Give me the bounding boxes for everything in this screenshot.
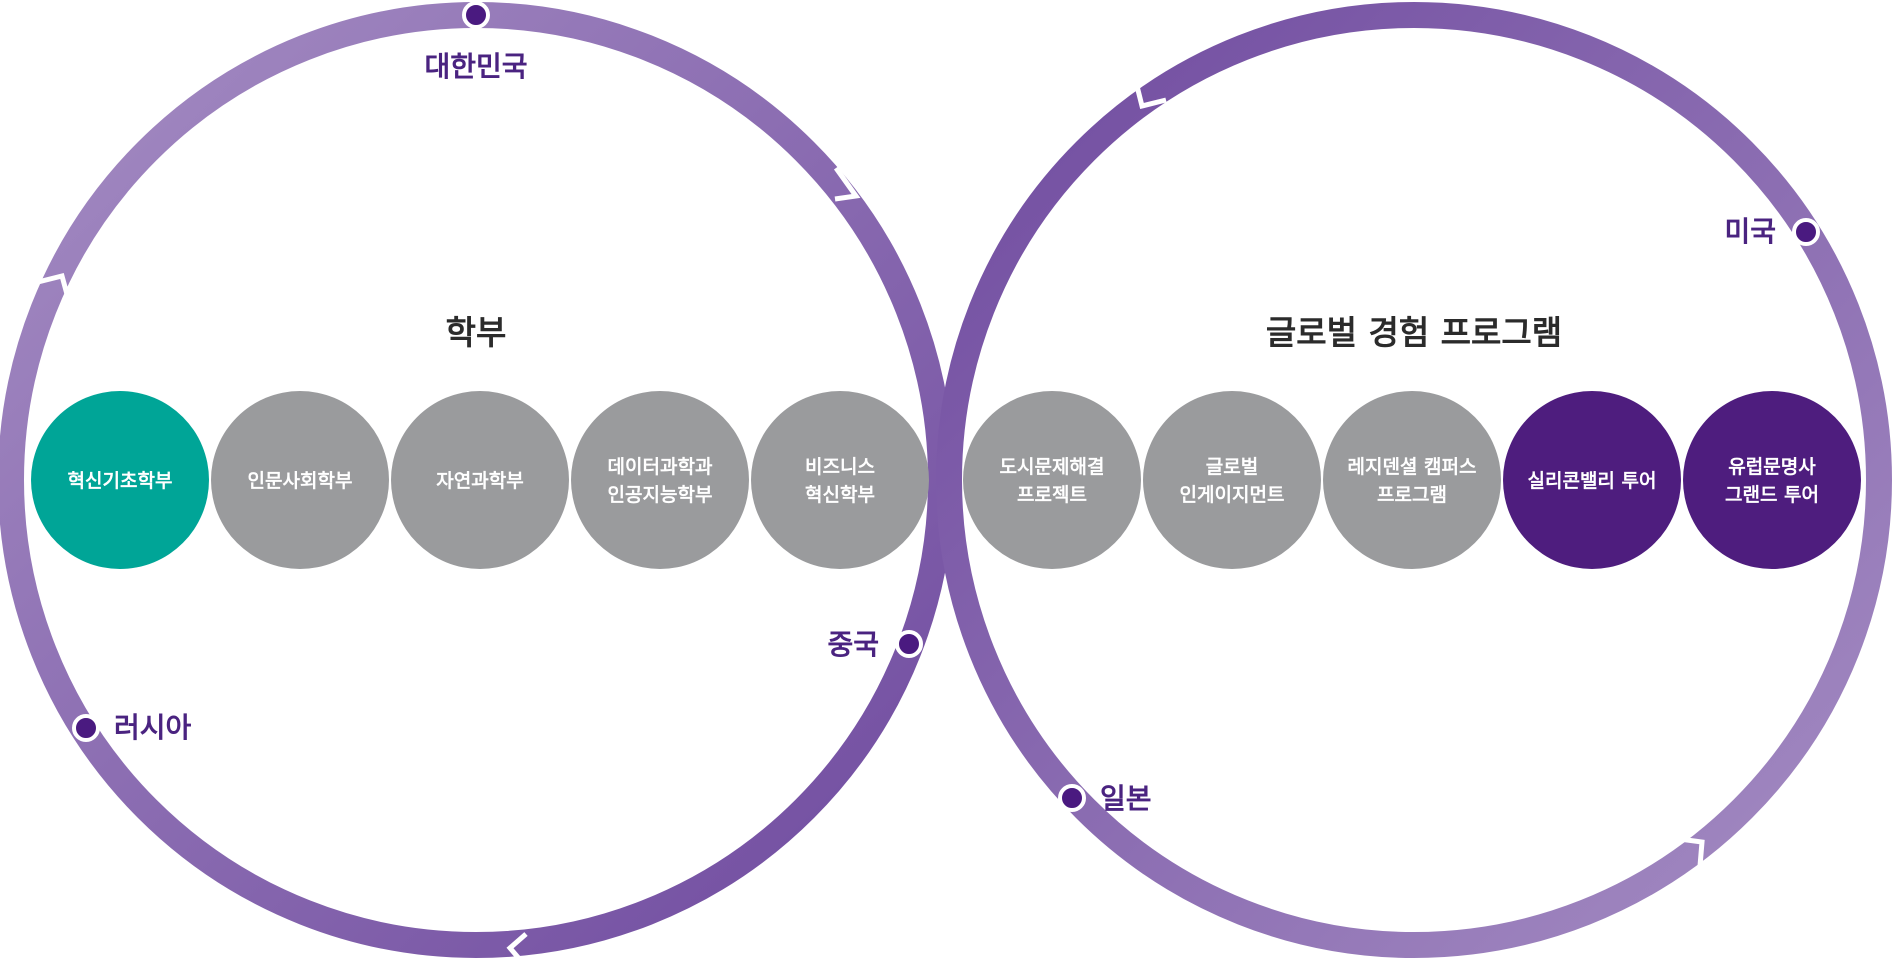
notch-top-right [833, 166, 861, 202]
place-china-label: 중국 [827, 628, 879, 661]
right-bubble-1-text-1: 인게이지먼트 [1180, 484, 1285, 506]
left-bubble-0-text-0: 혁신기초학부 [68, 470, 173, 492]
left-bubble-3-text-0: 데이터과학과 [608, 456, 713, 478]
left-bubble-2-text-0: 자연과학부 [436, 470, 523, 492]
place-russia-label: 러시아 [114, 711, 192, 744]
place-russia: 러시아 [72, 711, 192, 744]
right-ring-notches [1133, 81, 1705, 867]
place-japan: 일본 [1058, 782, 1152, 815]
right-bubble-0-circle [963, 391, 1141, 569]
notch-bottom [506, 932, 528, 964]
place-japan-label: 일본 [1100, 782, 1152, 815]
left-bubble-0-circle [31, 391, 209, 569]
right-bubble-3-circle [1503, 391, 1681, 569]
right-bubble-4-circle [1683, 391, 1861, 569]
left-bubble-4-text-0: 비즈니스 [805, 456, 875, 478]
left-ring-notches [37, 166, 861, 964]
right-bubble-4-text-0: 유럽문명사 [1728, 456, 1816, 478]
left-bubble-3-circle [571, 391, 749, 569]
left-bubble-4-text-1: 혁신학부 [805, 484, 875, 506]
right-section-title: 글로벌 경험 프로그램 [1266, 313, 1562, 352]
left-section-title: 학부 [446, 313, 507, 352]
left-bubble-1: 인문사회학부 [211, 391, 389, 569]
right-bubble-2-circle [1323, 391, 1501, 569]
place-korea-label: 대한민국 [424, 50, 527, 83]
place-korea: 대한민국 [424, 1, 528, 83]
left-bubble-0: 혁신기초학부 [31, 391, 209, 569]
notch-top-left [1133, 81, 1167, 110]
left-bubble-2-circle [391, 391, 569, 569]
left-bubble-2: 자연과학부 [391, 391, 569, 569]
right-bubble-0-text-1: 프로젝트 [1017, 484, 1087, 506]
right-bubble-0-text-0: 도시문제해결 [1000, 456, 1105, 478]
place-japan-dot [1058, 784, 1086, 812]
right-bubble-3: 실리콘밸리 투어 [1503, 391, 1681, 569]
right-bubble-3-text-0: 실리콘밸리 투어 [1528, 470, 1657, 492]
right-bubble-1-circle [1143, 391, 1321, 569]
right-bubble-4-text-1: 그랜드 투어 [1725, 484, 1819, 506]
place-usa: 미국 [1724, 215, 1820, 248]
place-russia-dot [72, 714, 100, 742]
place-usa-dot [1792, 218, 1820, 246]
left-bubble-1-text-0: 인문사회학부 [248, 470, 353, 492]
place-china: 중국 [827, 628, 923, 661]
right-bubble-1-text-0: 글로벌 [1206, 456, 1258, 478]
notch-left-top [37, 272, 71, 299]
right-bubble-2-text-1: 프로그램 [1377, 484, 1447, 506]
left-bubble-1-circle [211, 391, 389, 569]
left-bubble-3-text-1: 인공지능학부 [608, 484, 713, 506]
notch-bottom-right [1671, 835, 1705, 867]
right-bubble-2-text-0: 레지덴셜 캠퍼스 [1348, 456, 1477, 478]
place-usa-label: 미국 [1724, 215, 1776, 248]
place-china-dot [895, 630, 923, 658]
right-ring [936, 2, 1892, 958]
place-korea-dot [462, 1, 490, 29]
left-bubble-4-circle [751, 391, 929, 569]
